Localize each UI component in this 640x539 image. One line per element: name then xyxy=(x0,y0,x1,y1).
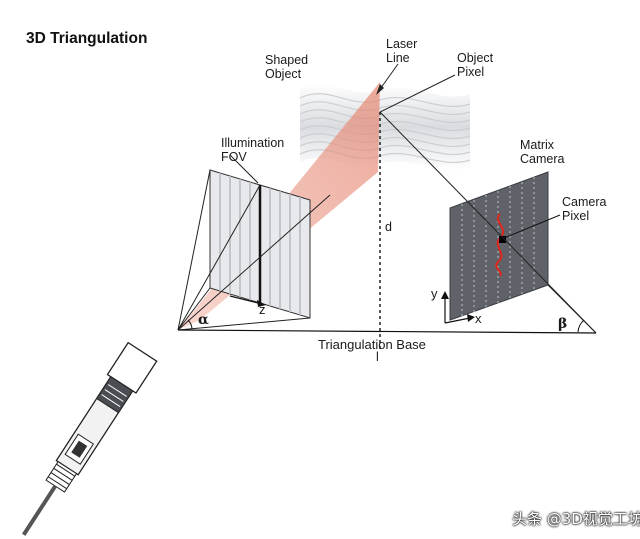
camera-pixel-label: Camera Pixel xyxy=(562,195,607,223)
alpha-arc xyxy=(187,319,193,330)
laser-profile-curve xyxy=(495,213,505,277)
camera-pixel-pointer xyxy=(503,214,561,239)
illumination-fov-label: Illumination FOV xyxy=(221,136,285,164)
diagram-title: 3D Triangulation xyxy=(26,30,148,47)
triangulation-base-label: Triangulation Base xyxy=(318,337,426,352)
distance-d-label: d xyxy=(385,220,392,234)
distance-l-label: l xyxy=(376,350,379,364)
laser-projector-device xyxy=(22,341,158,536)
matrix-camera-plane xyxy=(449,171,549,321)
object-pixel-pointer xyxy=(379,74,456,113)
z-axis-arrow xyxy=(229,295,266,307)
laser-line-label: Laser Line xyxy=(386,37,418,65)
beta-label: β xyxy=(558,316,568,332)
object-pixel-label: Object Pixel xyxy=(457,51,494,79)
illumination-fov-plane xyxy=(209,169,311,319)
fov-pointer xyxy=(229,154,259,184)
watermark: 头条 @3D视觉工坊 xyxy=(512,510,640,528)
x-axis-label: x xyxy=(475,311,482,326)
z-axis-label: z xyxy=(259,302,266,317)
fov-lines xyxy=(177,169,331,331)
beta-arc xyxy=(577,319,585,333)
y-axis-label: y xyxy=(431,286,438,301)
object-to-camera-line xyxy=(379,111,597,334)
camera-xy-axes xyxy=(444,296,471,324)
shaped-object-label: Shaped Object xyxy=(265,53,309,81)
triangulation-base-line xyxy=(177,329,597,334)
matrix-camera-label: Matrix Camera xyxy=(520,138,565,166)
alpha-label: α xyxy=(198,312,209,328)
camera-pixel-marker xyxy=(499,236,506,243)
